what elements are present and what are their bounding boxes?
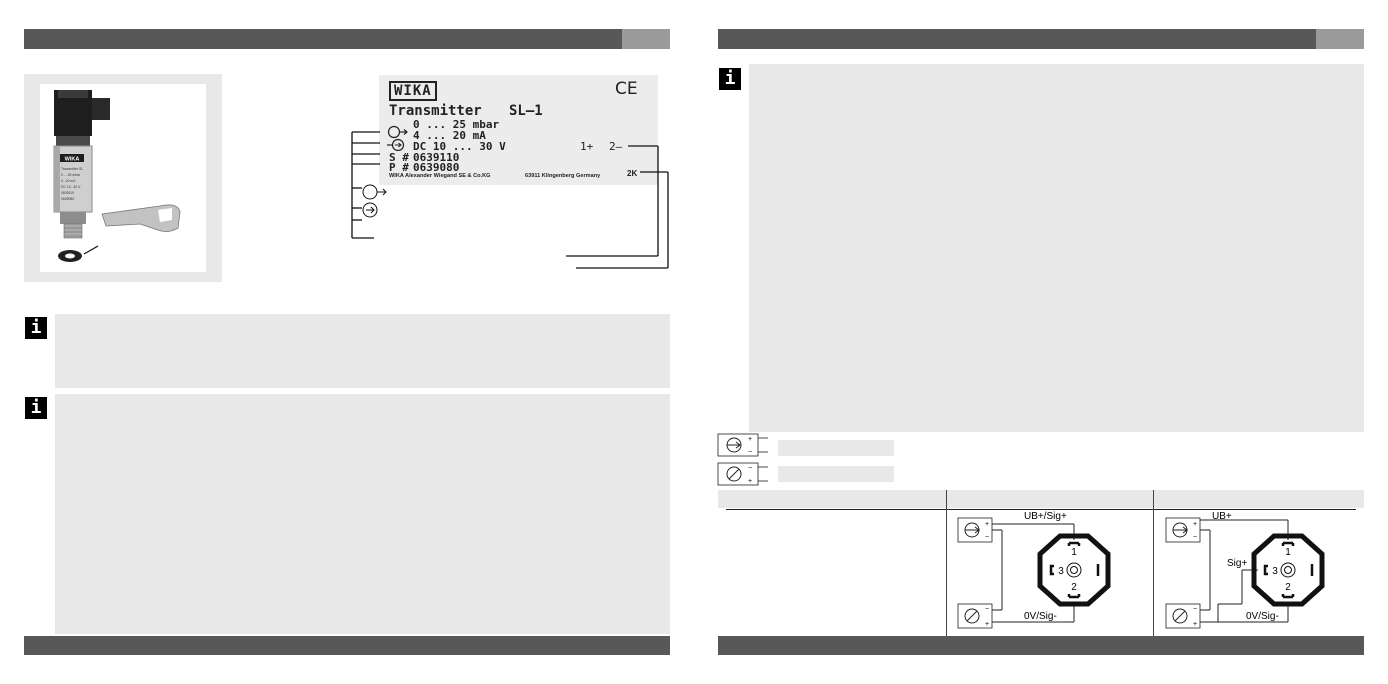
supply-plus: + [1193,521,1197,528]
nameplate-ce-mark: CE [615,79,638,99]
display-plus: + [1193,621,1197,628]
photo-housing-brand: WIKA [65,157,80,163]
left-header-bar [24,29,670,49]
supply-icon [387,138,405,151]
pin-3-label: 3 [1058,566,1064,577]
photo-sticker-line: DC 10...30 V [61,185,81,189]
nameplate-output: 4 ... 20 mA [413,129,486,142]
label-0v-sig-minus: 0V/Sig- [1246,611,1279,622]
nameplate-manufacturer: WIKA Alexander Wiegand SE & Co.KG [389,173,491,179]
symbol-legend: + − − + [717,433,768,486]
supply-symbol [1172,522,1188,538]
pin-2-label: 2 [1071,582,1077,593]
pin-1-label: 1 [1071,547,1077,558]
product-photo-frame: WIKA Transmitter SL 0 ... 25 mbar 4...20… [24,74,222,282]
photo-sticker-line: 0639110 [61,191,74,195]
right-footer-bar [718,636,1364,655]
legend-text-placeholder-1 [778,440,894,456]
output-signal-icon [362,184,387,200]
nameplate-pin-negative: 2— [609,140,623,153]
info-icon: i [719,68,741,90]
product-photo: WIKA Transmitter SL 0 ... 25 mbar 4...20… [40,84,206,272]
label-ub-plus: UB+ [1212,511,1232,522]
photo-sticker-line: 4...20 mA [61,179,76,183]
three-wire-connection-diagram: + − − + UB+ Sig+ 0V/Sig- 1 2 3 [1165,511,1325,629]
supply-icon [362,202,378,218]
nameplate-supply: DC 10 ... 30 V [413,140,506,153]
supply-plus: + [985,521,989,528]
output-signal-icon [387,125,408,139]
legend-plus: + [748,436,752,443]
pin-1-label: 1 [1285,547,1291,558]
nameplate-serial-label: S # [389,151,409,164]
legend-plus: + [748,478,752,485]
nameplate-address: 63911 Klingenberg Germany [525,173,601,179]
display-symbol-legend: − + [717,462,768,486]
supply-symbol-legend: + − [717,433,768,457]
label-ub-sig-plus: UB+/Sig+ [1024,511,1067,522]
pin-3-label: 3 [1272,566,1278,577]
nameplate-product: 0639080 [413,161,460,174]
photo-sticker-line: 0 ... 25 mbar [61,173,81,177]
nameplate-model-label: Transmitter [389,103,482,119]
display-symbol [964,608,980,624]
pin-2-label: 2 [1285,582,1291,593]
display-minus: − [1193,606,1197,613]
wiring-table-rule [726,509,1356,510]
right-header-tab [1316,29,1364,49]
photo-sticker-line: Transmitter SL [61,167,83,171]
connector-pinout: 1 2 3 [1251,533,1325,607]
display-minus: − [985,606,989,613]
nameplate-date-code: 2K [627,169,638,178]
display-plus: + [985,621,989,628]
nameplate-serial: 0639110 [413,151,460,164]
two-wire-connection-diagram: + − − + UB+/Sig+ 0V/Sig- 1 2 3 [957,511,1111,629]
left-footer-bar [24,636,670,655]
nameplate-model: SL—1 [509,103,543,119]
photo-sticker-line: 0639080 [61,197,74,201]
wiring-table-header [718,490,1364,508]
wiring-table-divider-2 [1153,490,1154,636]
display-symbol [1172,608,1188,624]
connector-pinout: 1 2 3 [1037,533,1111,607]
supply-minus: − [1193,534,1197,541]
nameplate-pin-positive: 1+ [580,140,594,153]
nameplate-product-label: P # [389,161,409,174]
nameplate-symbols [387,125,408,151]
legend-text-placeholder-2 [778,466,894,482]
wiring-table-divider-1 [946,490,947,636]
info-panel-1 [55,314,670,388]
legend-minus: − [748,465,752,472]
info-panel-2 [55,394,670,634]
supply-symbol [964,522,980,538]
info-icon: i [25,317,47,339]
pressure-transmitter-image: WIKA Transmitter SL 0 ... 25 mbar 4...20… [53,90,181,262]
legend-minus: − [748,449,752,456]
nameplate-callout-lines [351,131,669,269]
nameplate-brand: WIKA [389,81,437,101]
info-panel-3 [749,64,1364,432]
nameplate-range: 0 ... 25 mbar [413,118,500,131]
left-header-tab [622,29,670,49]
info-icon: i [25,397,47,419]
label-0v-sig-minus: 0V/Sig- [1024,611,1057,622]
right-header-bar [718,29,1364,49]
label-sig-plus: Sig+ [1227,558,1247,569]
supply-minus: − [985,534,989,541]
nameplate: WIKA CE Transmitter SL—1 0 ... 25 mbar 4… [379,75,658,185]
